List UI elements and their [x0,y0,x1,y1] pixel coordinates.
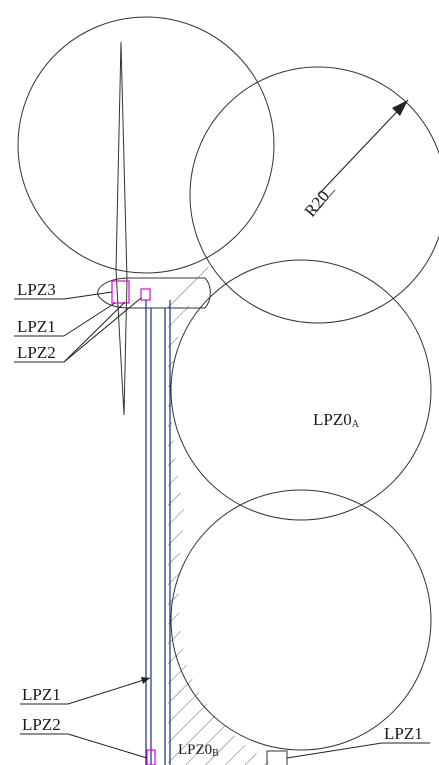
label-lpz1-ground: LPZ1 [384,724,423,743]
label-lpz2-tower-leader [67,733,148,759]
radius-dimension-line [317,99,409,196]
radius-arrowhead [392,100,408,116]
label-lpz0b: LPZ0B [178,742,219,759]
label-lpz1-tower-arrowhead [141,677,150,684]
label-lpz0b-main: LPZ0 [178,742,212,758]
label-lpz2-nacelle: LPZ2 [17,343,56,362]
label-lpz1-tower: LPZ1 [22,685,61,704]
rolling-sphere-top-right [189,66,439,324]
label-lpz2-nacelle-leader-a [63,301,126,363]
label-lpz3: LPZ3 [17,280,56,299]
radius-label: R20 [301,187,334,221]
label-lpz1-tower-leader [67,677,151,705]
label-lpz3-leader [63,291,113,300]
label-lpz1-ground-leader [286,742,383,759]
label-lpz2-nacelle-leader-b [63,297,142,363]
lpz0b-hatched-region [168,262,275,765]
label-lpz1-nacelle: LPZ1 [17,317,56,336]
nacelle-lpz2-box [140,288,151,301]
rotor-blade [115,41,128,416]
rolling-sphere-top-left [17,16,275,274]
label-lpz0b-subscript: B [212,748,219,759]
label-lpz1-nacelle-leader [63,302,116,337]
rolling-sphere-middle [170,259,432,521]
label-lpz0a-subscript: A [352,419,360,430]
label-lpz0a: LPZ0A [313,410,360,430]
label-lpz0a-main: LPZ0 [313,410,352,429]
nacelle [130,277,211,309]
radius-label-underline [314,189,336,214]
label-lpz2-tower: LPZ2 [22,715,61,734]
rolling-sphere-bottom [170,489,432,751]
